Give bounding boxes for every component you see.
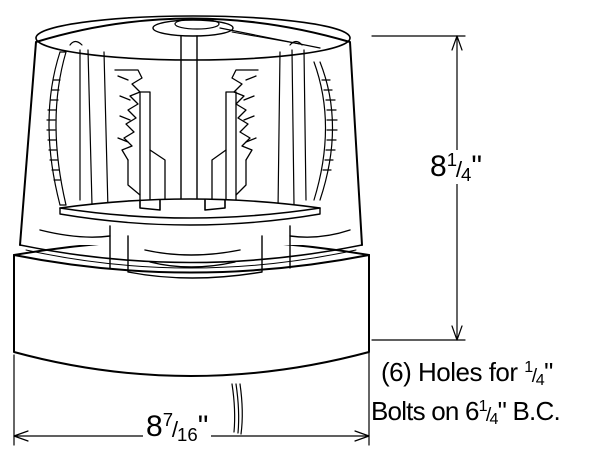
diameter-fraction: 7/16	[162, 408, 198, 445]
height-dimension-line	[371, 35, 466, 341]
motor-housing	[39, 225, 351, 279]
diameter-whole: 8	[146, 410, 163, 443]
reflector-right	[313, 61, 338, 201]
frame-posts	[69, 40, 307, 211]
rotating-disc	[59, 198, 321, 226]
height-dimension-label: 81/4"	[428, 148, 485, 185]
wire-leads	[231, 383, 243, 435]
height-whole: 8	[430, 150, 447, 183]
mounting-note-line1: (6) Holes for 1/4"	[381, 357, 553, 390]
height-fraction: 1/4	[446, 148, 472, 185]
diameter-unit: "	[197, 410, 209, 443]
reflector-left	[46, 51, 67, 206]
diameter-dimension-label: 87/16"	[143, 408, 212, 445]
dome-lens	[19, 15, 363, 269]
height-unit: "	[471, 150, 483, 183]
mounting-note-line2: Bolts on 61/4" B.C.	[371, 396, 561, 429]
bulb-holder-left	[114, 69, 166, 206]
base-housing	[13, 239, 370, 377]
